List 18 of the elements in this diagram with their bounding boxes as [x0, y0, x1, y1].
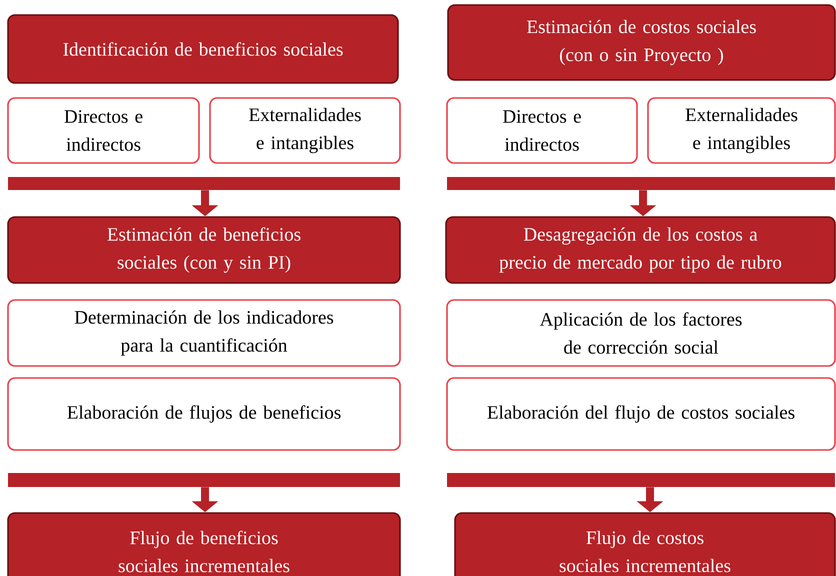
bar: [8, 473, 400, 487]
bar: [447, 473, 835, 487]
detail-box: Directos e indirectos: [446, 97, 638, 164]
step-box: Flujo de costos sociales incrementales: [454, 512, 836, 576]
bar: [447, 177, 835, 190]
step-box: Desagregación de los costos a precio de mercado por tipo de rubro: [445, 216, 836, 284]
detail-box: Elaboración de flujos de beneficios: [7, 377, 401, 451]
detail-box: Elaboración del flujo de costos sociales: [446, 377, 836, 451]
step-box: Flujo de beneficios sociales incrementales: [7, 512, 401, 576]
bar: [8, 177, 400, 190]
step-box: Identificación de beneficios sociales: [7, 14, 399, 84]
detail-box: Externalidades e intangibles: [209, 97, 401, 164]
step-box: Estimación de costos sociales (con o sin Proyecto ): [447, 4, 836, 81]
detail-box: Determinación de los indicadores para la cuantificación: [7, 299, 401, 367]
detail-box: Directos e indirectos: [7, 97, 200, 164]
detail-box: Aplicación de los factores de corrección social: [446, 299, 836, 367]
detail-box: Externalidades e intangibles: [647, 97, 836, 164]
step-box: Estimación de beneficios sociales (con y sin PI): [7, 216, 401, 284]
